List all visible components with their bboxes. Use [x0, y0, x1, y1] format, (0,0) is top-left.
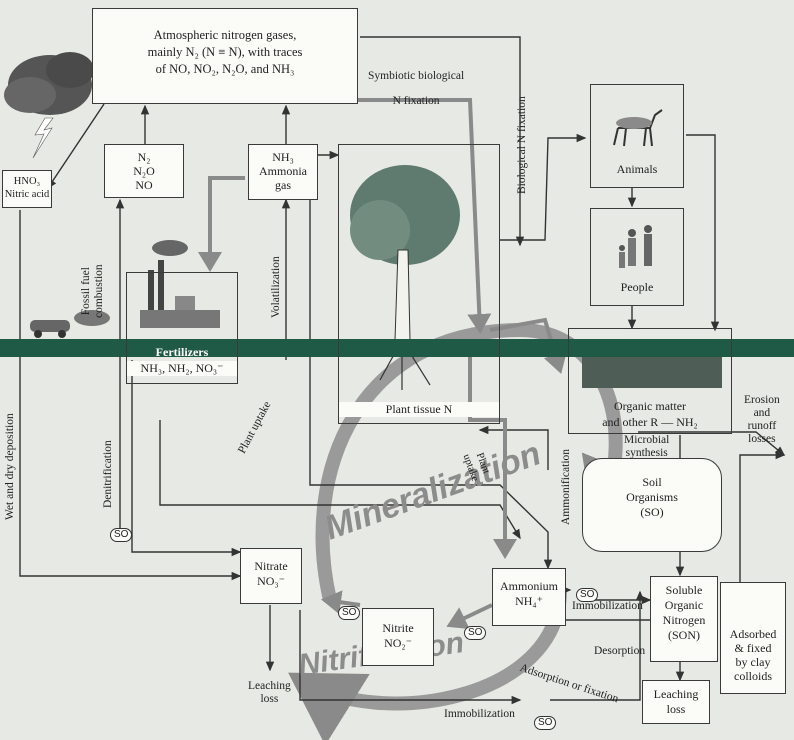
denitrification-label: Denitrification: [102, 440, 114, 508]
son-box: Soluble Organic Nitrogen (SON): [650, 576, 718, 662]
organic-matter-box: Organic matter and other R — NH₂: [568, 328, 732, 434]
people-icon: [619, 225, 652, 268]
fertilizers-box: Fertilizers NH₃, NH₂, NO₃⁻: [126, 272, 238, 384]
people-box: People: [590, 208, 684, 306]
volatilization-label: Volatilization: [270, 256, 282, 318]
microbial-synthesis-label: Microbial synthesis: [624, 434, 670, 459]
so-tag: SO: [534, 716, 557, 730]
tree-icon: [350, 165, 460, 390]
symbiotic-label: Symbiotic biological N fixation: [368, 70, 465, 107]
atmosphere-box: Atmospheric nitrogen gases, mainly N₂ (N…: [92, 8, 358, 104]
nitrite-box: Nitrite NO₂⁻: [362, 608, 434, 666]
car-icon: [30, 310, 110, 338]
mineralization-label: Mineralization: [320, 434, 546, 547]
nitrification-arc: [288, 589, 567, 740]
n2-box: N₂ N₂O NO: [104, 144, 184, 198]
desorption-label: Desorption: [594, 645, 646, 657]
immobilization-label-2: Immobilization: [444, 708, 515, 720]
deer-icon: [613, 109, 663, 147]
nitrate-box: Nitrate NO₃⁻: [240, 548, 302, 604]
hno3-box: HNO₃ Nitric acid: [2, 170, 52, 208]
wet-dry-deposition-label: Wet and dry deposition: [4, 413, 16, 520]
ammonium-box: Ammonium NH₄⁺: [492, 568, 566, 626]
leaching-loss-box: Leaching loss: [642, 680, 710, 724]
cloud-icon: [4, 52, 94, 159]
animals-box: Animals: [590, 84, 684, 188]
immobilization-label-1: Immobilization: [572, 600, 643, 612]
fossil-fuel-label: Fossil fuel combustion: [80, 264, 105, 318]
biological-n-fixation-label: Biological N fixation: [516, 96, 528, 194]
so-tag: SO: [576, 588, 599, 602]
clay-colloids-box: Adsorbed & fixed by clay colloids: [720, 582, 786, 694]
ammonia-gas-box: NH₃ Ammonia gas: [248, 144, 318, 200]
so-tag: SO: [338, 606, 361, 620]
factory-icon: [140, 240, 220, 328]
plant-tissue-box: Plant tissue N: [338, 144, 500, 424]
erosion-label: Erosion and runoff losses: [744, 394, 780, 445]
soil-organisms-box: Soil Organisms (SO): [582, 458, 722, 552]
so-tag: SO: [464, 626, 487, 640]
so-tag: SO: [110, 528, 133, 542]
ammonification-label: Ammonification: [560, 448, 572, 525]
leaching-loss-label: Leaching loss: [248, 680, 291, 705]
soil-surface-band: [0, 339, 794, 357]
